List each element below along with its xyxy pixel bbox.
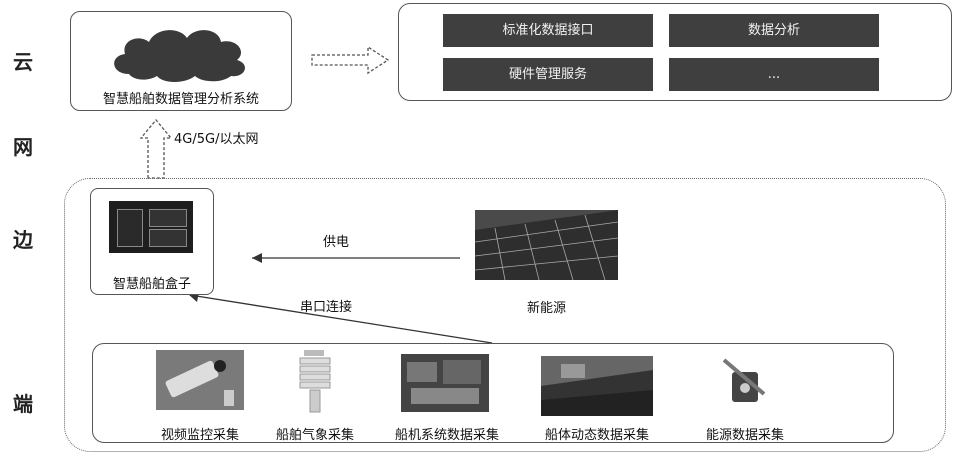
device-label-energy: 能源数据采集 [705,428,784,443]
cloud-system-label: 智慧船舶数据管理分析系统 [102,92,259,107]
network-up-arrow [139,118,173,179]
edge-region [64,178,946,452]
layer-terminal: 端 [13,392,33,416]
smart-ship-box-label: 智慧船舶盒子 [112,277,191,292]
service-hardware-management: 硬件管理服务 [443,58,653,91]
serial-label: 串口连接 [300,300,353,315]
layer-cloud: 云 [13,50,33,74]
video-camera-image [156,350,244,410]
layer-network: 网 [13,135,33,159]
smart-ship-box: 智慧船舶盒子 [90,188,214,295]
device-label-hull: 船体动态数据采集 [544,428,649,443]
service-standard-interface: 标准化数据接口 [443,14,653,47]
service-data-analysis: 数据分析 [669,14,879,47]
services-box: 标准化数据接口 数据分析 硬件管理服务 ... [398,3,952,101]
layer-edge: 边 [13,228,33,252]
weather-station-image [294,348,336,414]
ship-box-device-icon [109,201,193,253]
energy-sensor-image [716,350,774,412]
service-more: ... [669,58,879,91]
solar-label: 新能源 [526,301,566,316]
device-label-video: 视频监控采集 [160,428,239,443]
solar-panel-image [475,210,618,280]
cloud-to-services-arrow [311,45,390,75]
device-label-engine: 船机系统数据采集 [394,428,499,443]
hull-dynamics-image [541,356,653,416]
network-label: 4G/5G/以太网 [174,132,259,147]
ship-engine-image [401,354,489,412]
power-label: 供电 [323,235,350,250]
cloud-system-box: 智慧船舶数据管理分析系统 [70,11,292,111]
serial-arrow [189,294,493,344]
device-label-weather: 船舶气象采集 [275,428,354,443]
cloud-icon [114,30,245,82]
